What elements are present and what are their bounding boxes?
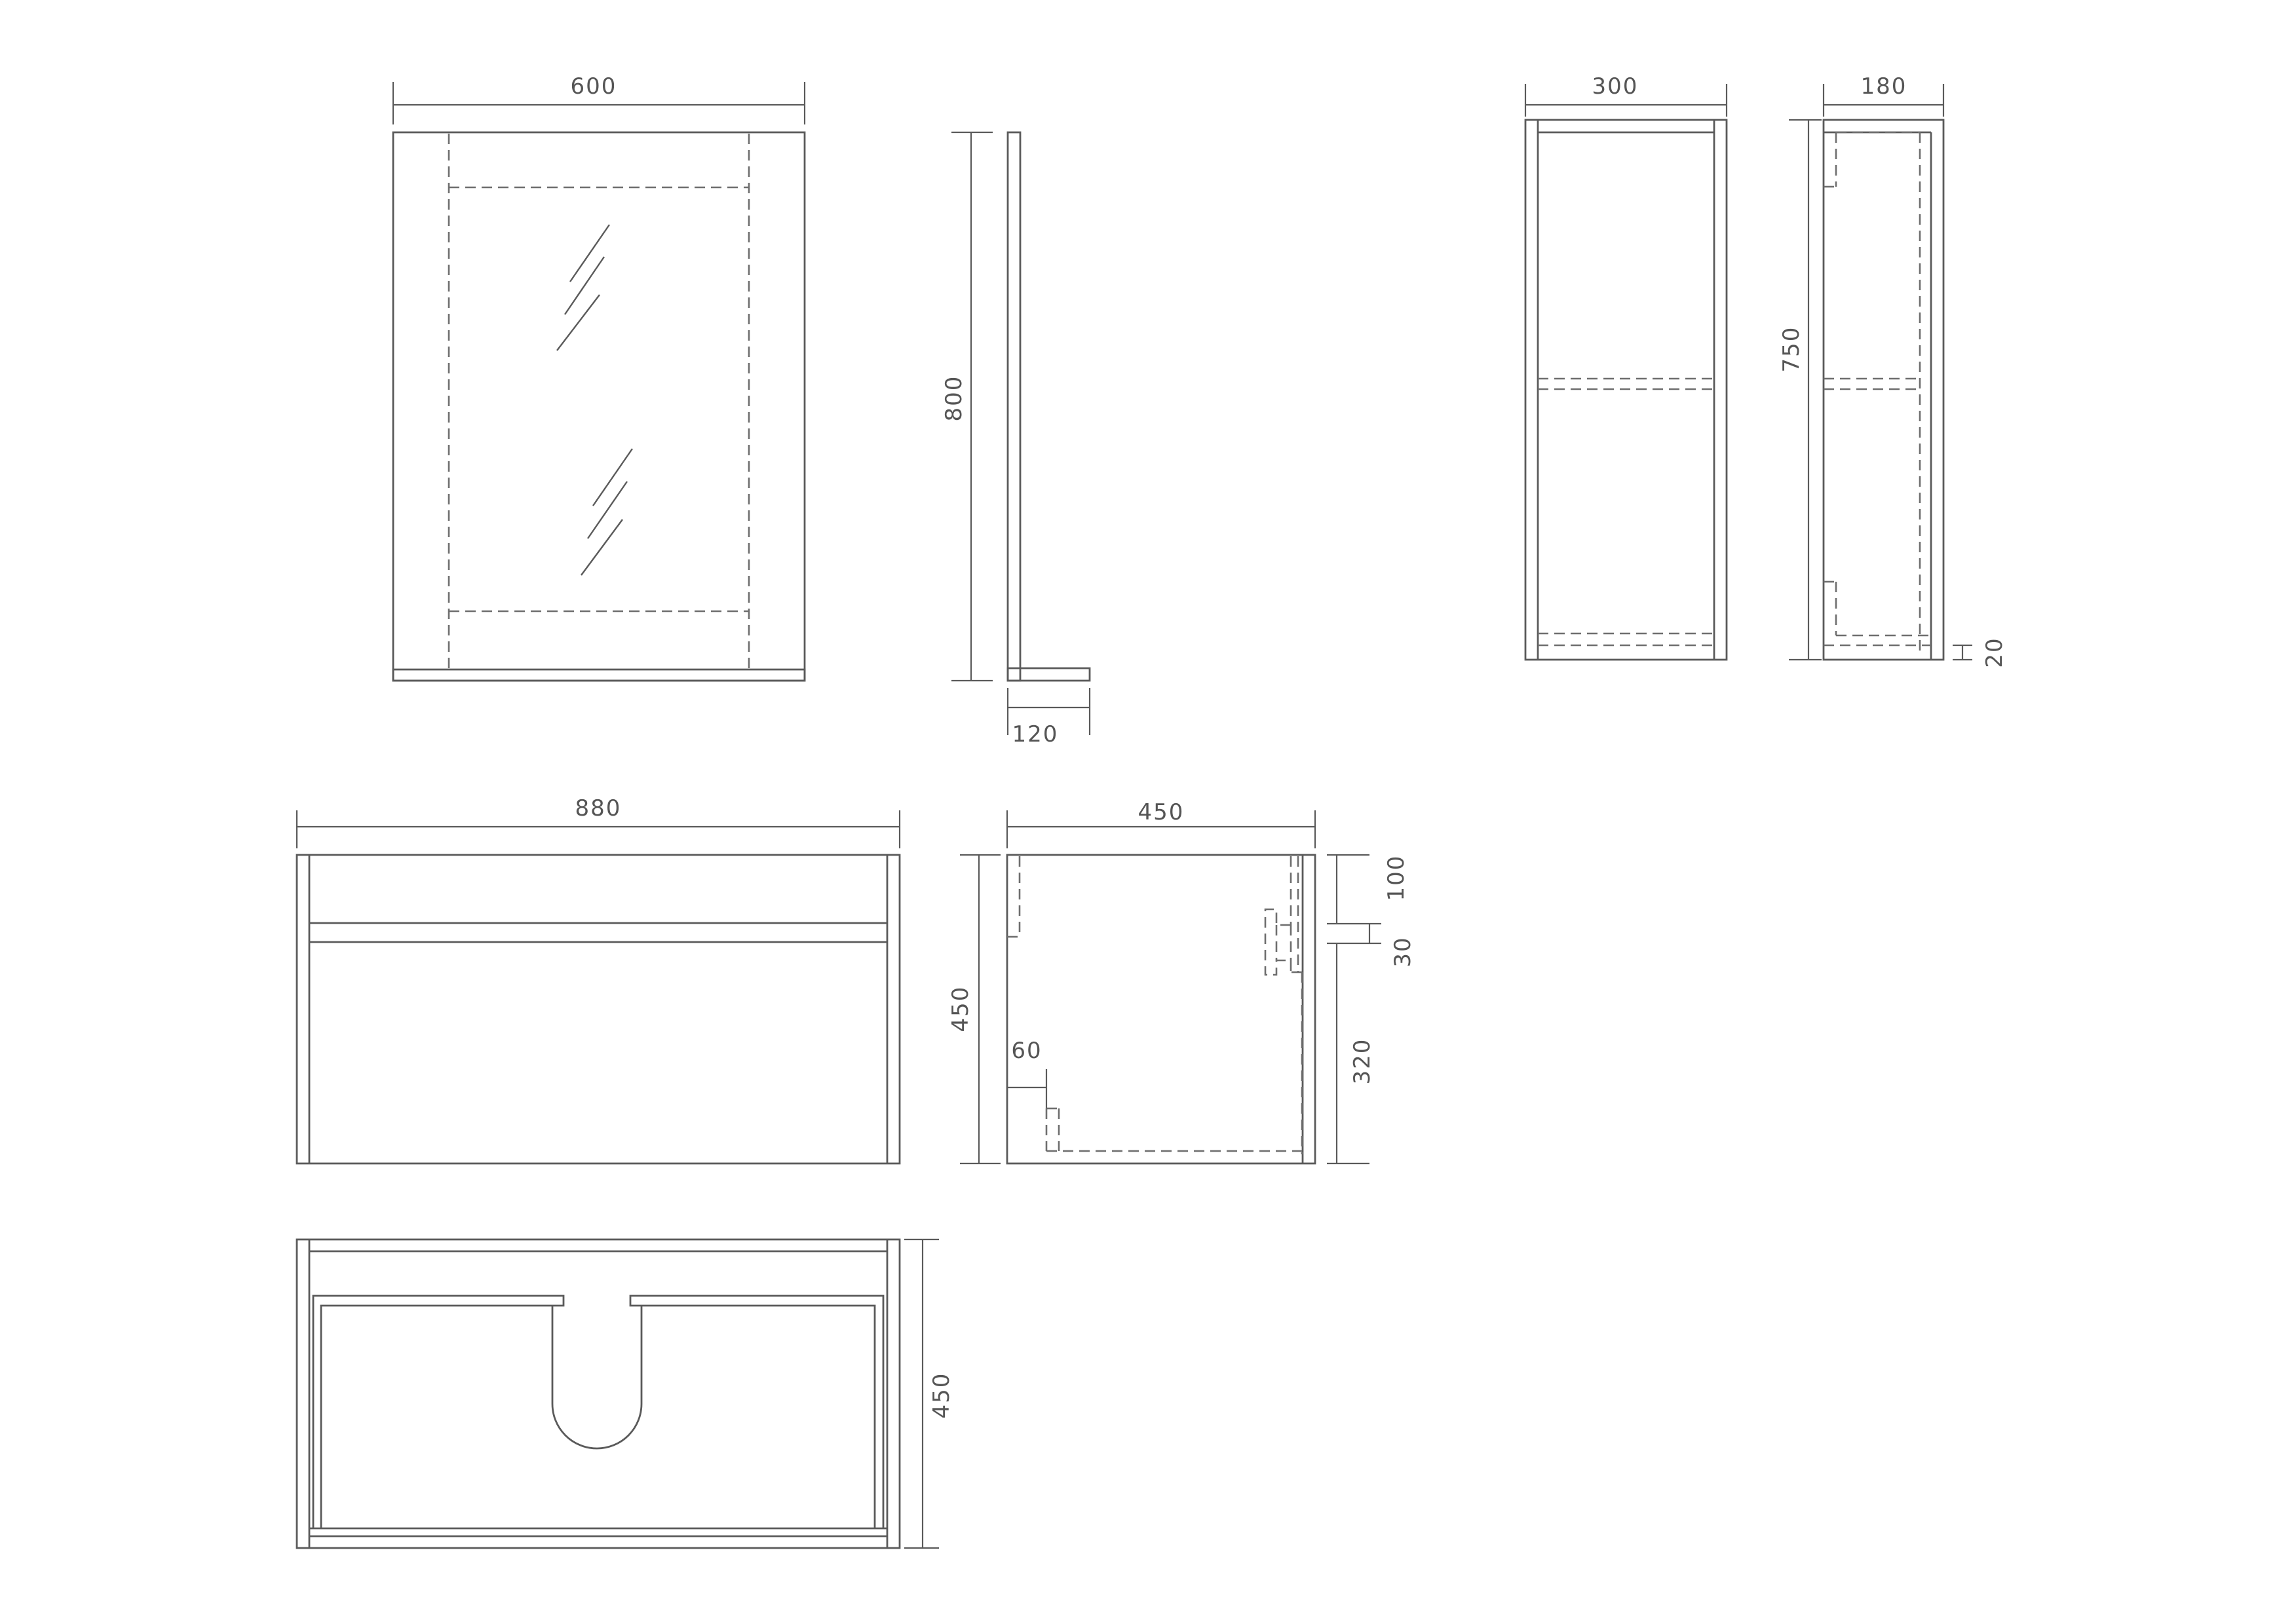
mirror-depth-dimension: 120: [1006, 688, 1091, 747]
vanity-plan-depth-label: 450: [928, 1372, 955, 1419]
vanity-side-rail-dimension: 30: [1327, 922, 1416, 968]
vanity-front-view: 880: [296, 795, 901, 1165]
vanity-side-height-dimension: 450: [947, 854, 1001, 1165]
vanity-side-rail-label: 30: [1390, 936, 1416, 967]
tall-cabinet-side-view: 750 180 20: [1778, 73, 2008, 668]
vanity-side-top-dimension: 100: [1327, 854, 1409, 924]
mirror-height-dimension: 800: [941, 131, 993, 682]
mirror-side-view: 800 120: [941, 131, 1091, 747]
vanity-width-label: 880: [575, 795, 622, 821]
tall-cabinet-toe-dimension: 20: [1953, 637, 2008, 668]
tall-cabinet-height-dimension: 750: [1778, 119, 1822, 661]
tall-cabinet-height-label: 750: [1778, 326, 1805, 373]
vanity-side-kick-dimension: 60: [1007, 1038, 1048, 1108]
vanity-side-depth-dimension: 450: [1006, 799, 1316, 848]
vanity-side-drawer-dimension: 320: [1327, 943, 1375, 1165]
mirror-width-dimension: 600: [392, 73, 806, 124]
drain-cutout: [551, 1306, 643, 1450]
vanity-width-dimension: 880: [296, 795, 901, 848]
vanity-side-depth-label: 450: [1138, 799, 1185, 825]
mirror-width-label: 600: [571, 73, 617, 100]
vanity-side-kick-label: 60: [1011, 1038, 1042, 1064]
vanity-side-drawer-label: 320: [1349, 1038, 1375, 1085]
vanity-side-top-label: 100: [1383, 855, 1409, 901]
vanity-side-height-label: 450: [947, 986, 974, 1032]
tall-cabinet-depth-label: 180: [1861, 73, 1907, 100]
tall-cabinet-width-dimension: 300: [1524, 73, 1728, 117]
tall-cabinet-front-view: 300: [1524, 73, 1728, 661]
tall-cabinet-width-label: 300: [1592, 73, 1639, 100]
mirror-depth-label: 120: [1012, 721, 1059, 747]
tall-cabinet-toe-label: 20: [1981, 637, 2008, 668]
tall-cabinet-depth-dimension: 180: [1822, 73, 1945, 117]
mirror-height-label: 800: [941, 375, 967, 422]
vanity-plan-depth-dimension: 450: [904, 1238, 955, 1549]
vanity-side-view: 450 450 100 30 320 60: [947, 799, 1416, 1165]
mirror-front-view: 600: [392, 73, 806, 682]
glass-reflection-marks: [556, 224, 633, 576]
vanity-plan-view: 450: [296, 1238, 955, 1549]
